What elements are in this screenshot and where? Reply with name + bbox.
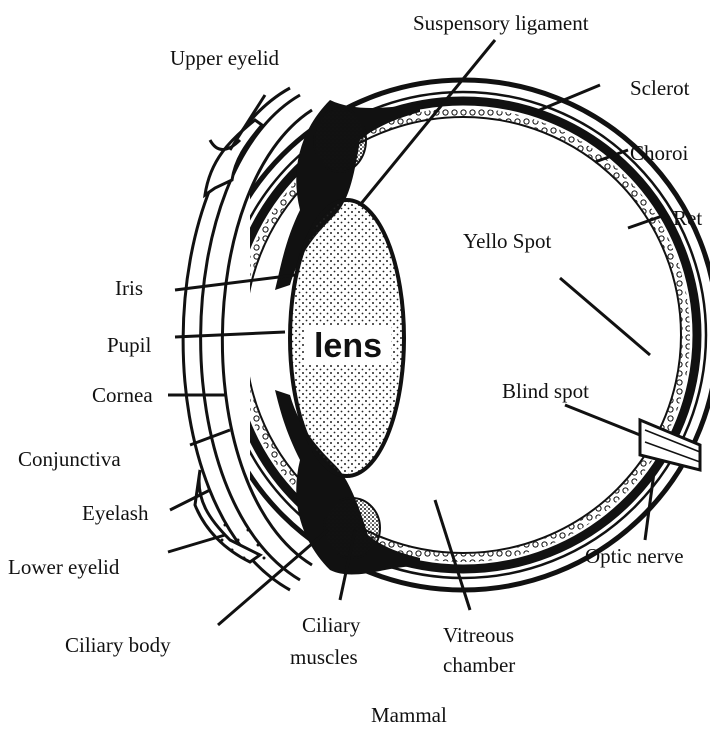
label-upper-eyelid: Upper eyelid bbox=[170, 46, 280, 70]
label-ciliary-muscles-1: Ciliary bbox=[302, 613, 361, 637]
label-retina: Ret bbox=[673, 206, 702, 230]
leader-blind-spot bbox=[565, 405, 640, 435]
label-ciliary-body: Ciliary body bbox=[65, 633, 171, 657]
label-vitreous-2: chamber bbox=[443, 653, 515, 677]
label-pupil: Pupil bbox=[107, 333, 152, 357]
lens-label: lens bbox=[314, 327, 382, 365]
diagram-caption: Mammal bbox=[371, 703, 447, 727]
label-blind-spot: Blind spot bbox=[502, 379, 589, 403]
label-yellow-spot: Yello Spot bbox=[463, 229, 551, 253]
label-vitreous-1: Vitreous bbox=[443, 623, 514, 647]
label-cornea: Cornea bbox=[92, 383, 153, 407]
label-ciliary-muscles-2: muscles bbox=[290, 645, 358, 669]
label-iris: Iris bbox=[115, 276, 143, 300]
label-sclerotic: Sclerot bbox=[630, 76, 690, 100]
lens: lens bbox=[290, 200, 404, 476]
leader-yellow-spot bbox=[560, 278, 650, 355]
ciliary-body-upper bbox=[314, 108, 366, 172]
label-lower-eyelid: Lower eyelid bbox=[8, 555, 120, 579]
label-suspensory-ligament: Suspensory ligament bbox=[413, 11, 589, 35]
leader-sclerotic bbox=[535, 85, 600, 112]
label-choroid: Choroi bbox=[630, 141, 689, 165]
label-optic-nerve: Optic nerve bbox=[585, 544, 684, 568]
label-conjunctiva: Conjunctiva bbox=[18, 447, 121, 471]
label-eyelash: Eyelash bbox=[82, 501, 149, 525]
